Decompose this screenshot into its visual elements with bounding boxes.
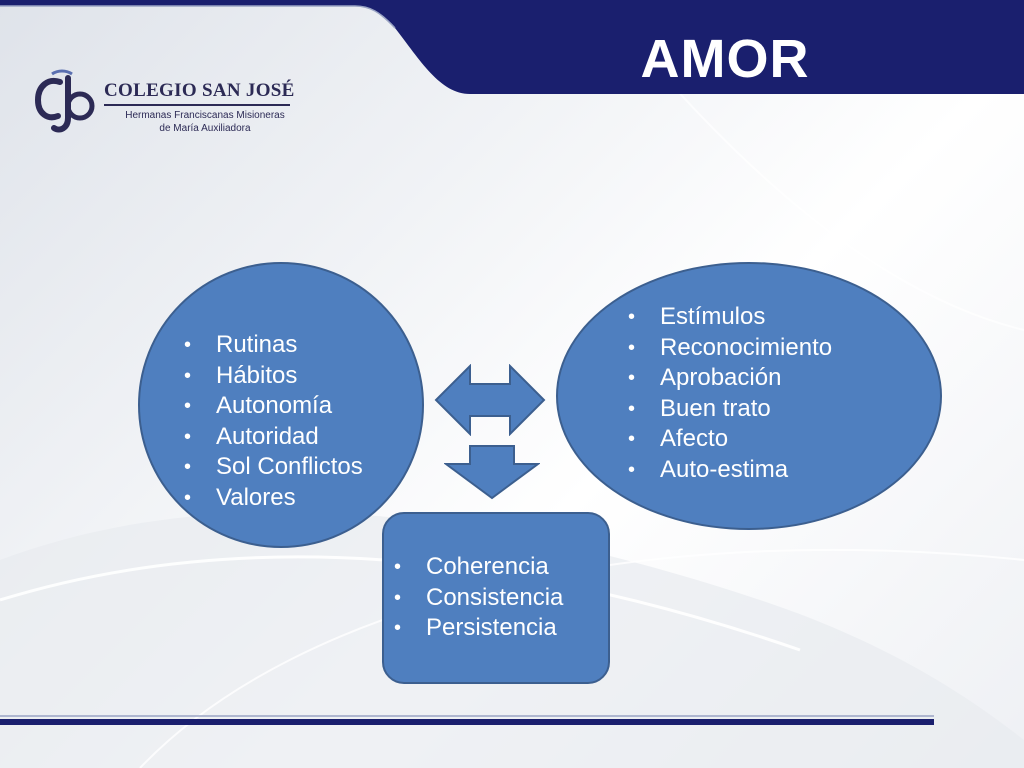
list-item: Reconocimiento (626, 333, 832, 364)
list-item: Autoridad (182, 422, 363, 453)
list-item: Persistencia (392, 613, 563, 644)
cjs-monogram-icon (34, 69, 95, 133)
double-headed-arrow-icon (434, 364, 546, 436)
list-item: Valores (182, 483, 363, 514)
list-item: Estímulos (626, 302, 832, 333)
list-item: Consistencia (392, 583, 563, 614)
list-item: Coherencia (392, 552, 563, 583)
bottom-box-list: Coherencia Consistencia Persistencia (392, 552, 563, 644)
school-name: COLEGIO SAN JOSÉ (104, 80, 295, 101)
list-item: Afecto (626, 424, 832, 455)
list-item: Buen trato (626, 394, 832, 425)
logo-divider (104, 104, 290, 106)
slide-title: AMOR (640, 29, 810, 89)
right-circle-list: Estímulos Reconocimiento Aprobación Buen… (626, 302, 832, 485)
header-bar (0, 0, 1024, 94)
list-item: Hábitos (182, 361, 363, 392)
list-item: Sol Conflictos (182, 452, 363, 483)
list-item: Autonomía (182, 391, 363, 422)
down-arrow-icon (444, 445, 540, 500)
list-item: Aprobación (626, 363, 832, 394)
school-subtitle-line2: de María Auxiliadora (159, 123, 251, 134)
school-subtitle-line1: Hermanas Franciscanas Misioneras (125, 110, 285, 121)
school-logo: COLEGIO SAN JOSÉ Hermanas Franciscanas M… (28, 68, 308, 144)
left-circle-list: Rutinas Hábitos Autonomía Autoridad Sol … (182, 330, 363, 513)
list-item: Rutinas (182, 330, 363, 361)
list-item: Auto-estima (626, 455, 832, 486)
